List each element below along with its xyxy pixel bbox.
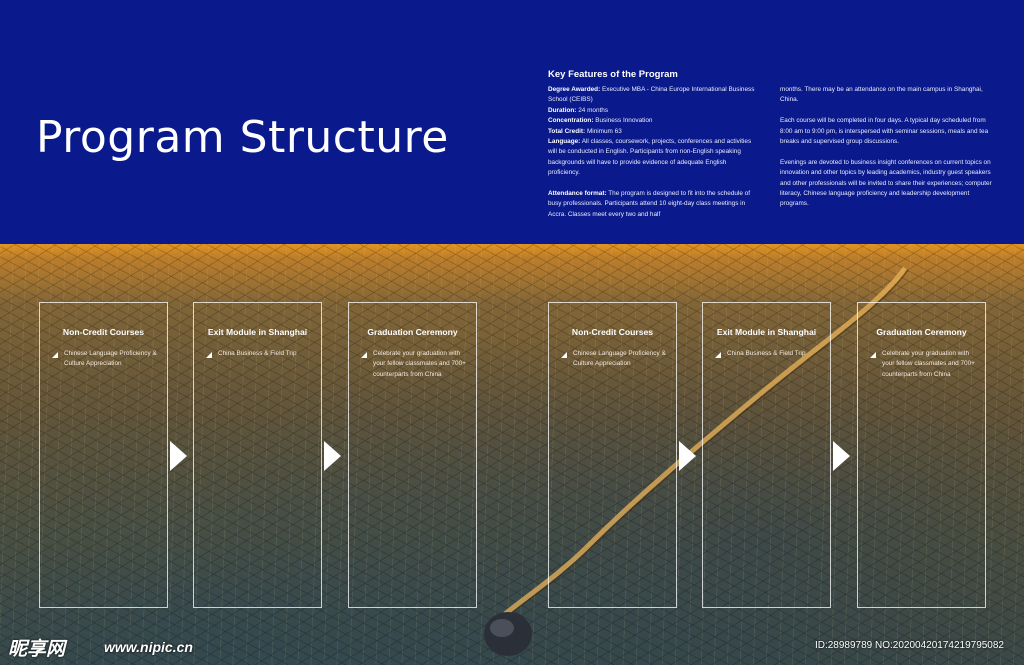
chevron-right-arrow-icon bbox=[170, 441, 187, 471]
watermark-url: www.nipic.cn bbox=[104, 639, 193, 655]
concentration-value: Business Innovation bbox=[595, 117, 653, 125]
key-features-right-column: months. There may be an attendance on th… bbox=[780, 85, 992, 210]
language-label: Language: bbox=[548, 138, 581, 146]
stage-description: Chinese Language Proficiency & Culture A… bbox=[573, 350, 666, 368]
triangle-bullet-icon bbox=[715, 352, 721, 358]
page-title: Program Structure bbox=[36, 112, 449, 163]
degree-label: Degree Awarded: bbox=[548, 86, 601, 93]
triangle-bullet-icon bbox=[361, 352, 367, 358]
stage-box-exit-module: Exit Module in Shanghai China Business &… bbox=[193, 302, 322, 608]
triangle-bullet-icon bbox=[561, 352, 567, 358]
credit-label: Total Credit: bbox=[548, 127, 586, 135]
chevron-right-arrow-icon bbox=[324, 441, 341, 471]
degree-value: Executive MBA - China Europe Internation… bbox=[548, 86, 755, 104]
watermark-logo: 昵享网 bbox=[8, 638, 66, 660]
features-paragraph-3: Evenings are devoted to business insight… bbox=[780, 158, 992, 208]
attendance-value: The program is designed to fit into the … bbox=[548, 190, 751, 218]
duration-label: Duration: bbox=[548, 106, 577, 114]
watermark-id: ID:28989789 NO:20200420174219795082 bbox=[814, 640, 1004, 651]
credit-value: Minimum 63 bbox=[586, 127, 622, 135]
features-paragraph-2: Each course will be completed in four da… bbox=[780, 117, 989, 146]
header-band bbox=[0, 0, 1024, 244]
stage-box-exit-module: Exit Module in Shanghai China Business &… bbox=[702, 302, 831, 608]
language-value: All classes, coursework, projects, confe… bbox=[548, 138, 752, 177]
stage-description: Celebrate your graduation with your fell… bbox=[373, 350, 466, 378]
triangle-bullet-icon bbox=[52, 352, 58, 358]
features-paragraph-1: months. There may be an attendance on th… bbox=[780, 86, 983, 104]
stage-title: Non-Credit Courses bbox=[571, 327, 654, 337]
triangle-bullet-icon bbox=[870, 352, 876, 358]
stage-box-non-credit-courses: Non-Credit Courses Chinese Language Prof… bbox=[39, 302, 168, 608]
key-features-heading: Key Features of the Program bbox=[548, 69, 678, 80]
stage-description: China Business & Field Trip bbox=[218, 350, 297, 357]
stage-title: Graduation Ceremony bbox=[367, 327, 458, 337]
stage-title: Graduation Ceremony bbox=[876, 327, 967, 337]
stage-box-non-credit-courses: Non-Credit Courses Chinese Language Prof… bbox=[548, 302, 677, 608]
chevron-right-arrow-icon bbox=[679, 441, 696, 471]
duration-value: 24 months bbox=[578, 106, 609, 114]
stage-description: Chinese Language Proficiency & Culture A… bbox=[64, 350, 157, 368]
stage-box-graduation-ceremony: Graduation Ceremony Celebrate your gradu… bbox=[348, 302, 477, 608]
concentration-label: Concentration: bbox=[548, 117, 594, 125]
triangle-bullet-icon bbox=[206, 352, 212, 358]
key-features-left-column: Degree Awarded: Executive MBA - China Eu… bbox=[548, 85, 758, 220]
stage-title: Exit Module in Shanghai bbox=[207, 327, 308, 337]
chevron-right-arrow-icon bbox=[833, 441, 850, 471]
stage-box-graduation-ceremony: Graduation Ceremony Celebrate your gradu… bbox=[857, 302, 986, 608]
stage-description: China Business & Field Trip bbox=[727, 350, 806, 357]
stage-title: Exit Module in Shanghai bbox=[716, 327, 817, 337]
stage-title: Non-Credit Courses bbox=[62, 327, 145, 337]
stage-description: Celebrate your graduation with your fell… bbox=[882, 350, 975, 378]
attendance-label: Attendance format: bbox=[548, 190, 607, 198]
